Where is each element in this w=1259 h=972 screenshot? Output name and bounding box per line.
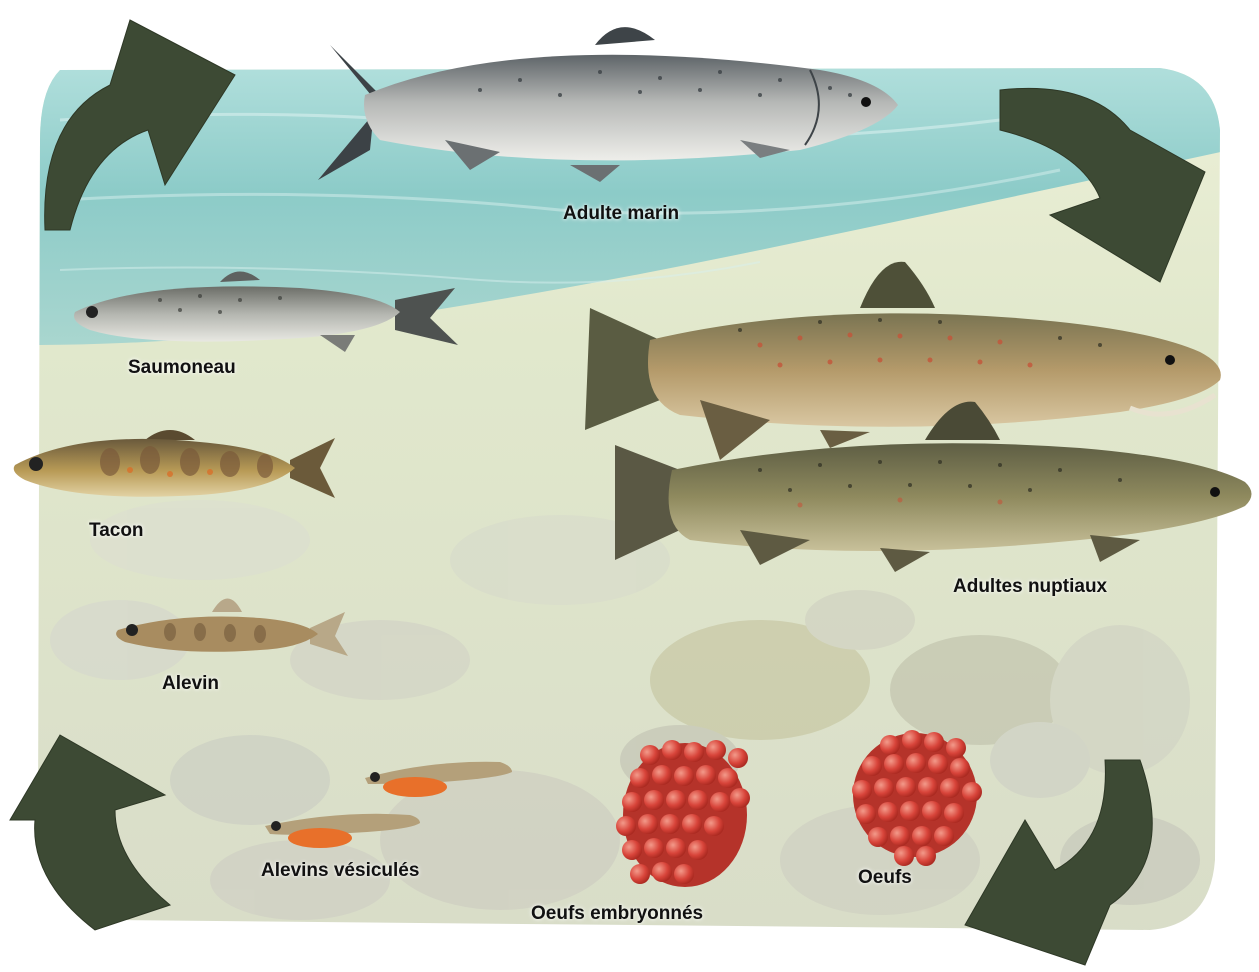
label-alevin: Alevin — [162, 673, 219, 695]
label-oeufs: Oeufs — [858, 867, 912, 889]
label-adulte-marin: Adulte marin — [563, 203, 679, 225]
label-adultes-nuptiaux: Adultes nuptiaux — [953, 576, 1107, 598]
label-alevins-vesicules: Alevins vésiculés — [261, 860, 419, 882]
label-oeufs-embryonnes: Oeufs embryonnés — [531, 903, 703, 925]
label-tacon: Tacon — [89, 520, 144, 542]
label-saumoneau: Saumoneau — [128, 357, 236, 379]
